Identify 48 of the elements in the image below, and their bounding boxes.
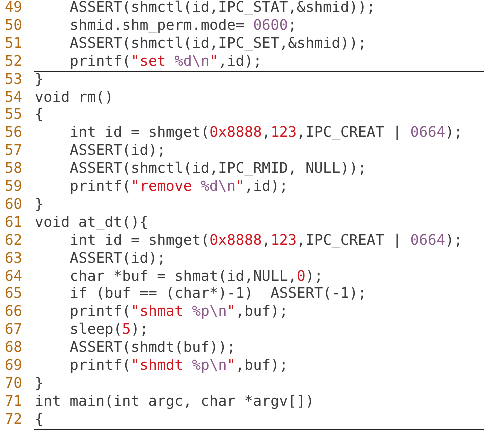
line-number: 69 [5, 358, 22, 376]
code-line: printf("shmdt %p\n",buf); [70, 358, 288, 376]
line-number: 58 [5, 161, 22, 179]
line-number: 68 [5, 340, 22, 358]
line-number: 70 [5, 376, 22, 394]
code-line: shmid.shm_perm.mode= 0600; [70, 18, 297, 36]
line-number: 60 [5, 196, 22, 215]
line-number: 63 [5, 250, 22, 268]
code-line: printf("shmat %p\n",buf); [70, 304, 288, 322]
line-number: 55 [5, 107, 22, 126]
code-line: ASSERT(id); [70, 143, 166, 162]
code-line: ASSERT(shmctl(id,IPC_SET,&shmid)); [70, 36, 367, 54]
code-line: sleep(5); [70, 322, 149, 340]
line-number: 51 [5, 36, 22, 54]
line-number: 72 [5, 412, 22, 430]
code-line: printf("remove %d\n",id); [70, 179, 288, 197]
code-line: { [35, 412, 44, 430]
line-number: 54 [5, 90, 22, 108]
code-line: ASSERT(shmctl(id,IPC_STAT,&shmid)); [70, 0, 376, 18]
line-number: 62 [5, 232, 22, 251]
code-line: } [35, 196, 44, 215]
line-number: 52 [5, 54, 22, 72]
line-number: 64 [5, 268, 22, 286]
code-line: ASSERT(shmctl(id,IPC_RMID, NULL)); [70, 161, 367, 179]
code-line: if (buf == (char*)-1) ASSERT(-1); [70, 286, 367, 304]
line-number: 61 [5, 214, 22, 233]
code-line: int id = shmget(0x8888,123,IPC_CREAT | 0664); [70, 232, 463, 251]
line-number: 53 [5, 72, 22, 90]
code-line: } [35, 376, 44, 394]
code-line: int id = shmget(0x8888,123,IPC_CREAT | 0664); [70, 125, 463, 144]
code-line: ASSERT(id); [70, 250, 166, 268]
code-line: printf("set %d\n",id); [70, 54, 262, 72]
line-number: 71 [5, 394, 22, 412]
line-number: 49 [5, 0, 22, 18]
code-line: void rm() [35, 90, 114, 108]
line-number: 67 [5, 322, 22, 340]
line-number: 66 [5, 304, 22, 322]
line-number: 57 [5, 143, 22, 162]
line-number: 65 [5, 286, 22, 304]
line-number: 50 [5, 18, 22, 36]
code-line: char *buf = shmat(id,NULL,0); [70, 268, 324, 286]
code-line: int main(int argc, char *argv[]) [35, 394, 314, 412]
code-line: } [35, 72, 44, 90]
code-line: void at_dt(){ [35, 214, 148, 233]
line-number: 56 [5, 125, 22, 144]
code-line: ASSERT(shmdt(buf)); [70, 340, 236, 358]
line-number: 59 [5, 179, 22, 197]
code-line: { [35, 107, 44, 126]
